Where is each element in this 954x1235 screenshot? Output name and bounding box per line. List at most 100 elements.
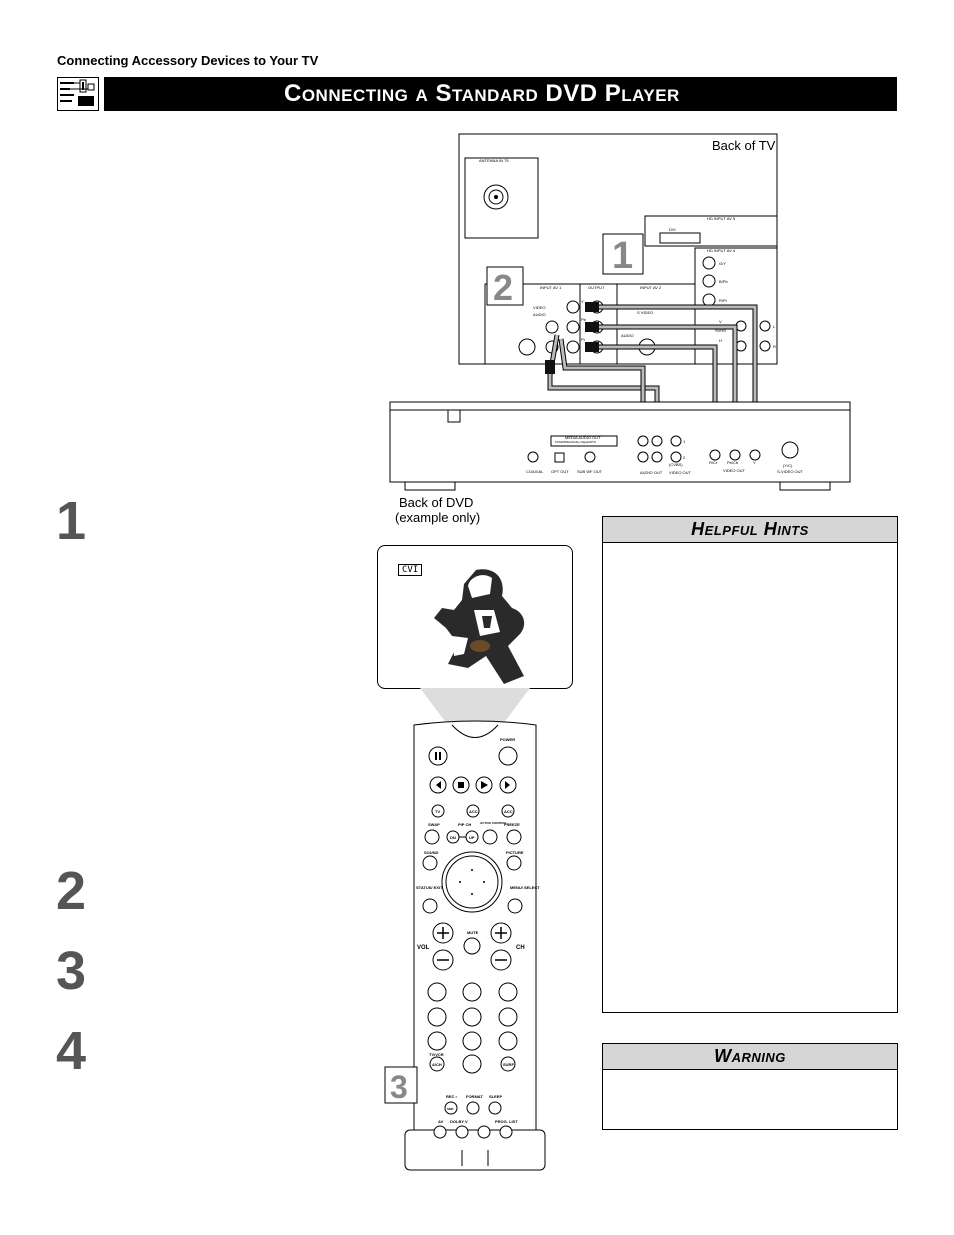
- ir-beam: [420, 688, 530, 728]
- remote-pause-button[interactable]: [428, 746, 448, 766]
- remote-freeze-button[interactable]: [506, 829, 522, 845]
- remote-dn-label: DN: [450, 835, 456, 840]
- tv-bpb-label: B/Pb: [719, 279, 728, 284]
- remote-smp-button[interactable]: SMP: [444, 1101, 458, 1115]
- tv-l-label: L: [773, 324, 776, 329]
- remote-acc-label: ACC: [469, 809, 478, 814]
- tv-h-label: H: [719, 338, 722, 343]
- remote-format-button[interactable]: [466, 1101, 480, 1115]
- cvi-badge: CVI: [398, 564, 423, 576]
- tv-y-label: Y: [581, 299, 584, 304]
- warning-box: Warning: [602, 1043, 898, 1130]
- callout-3-label: 3: [390, 1069, 408, 1105]
- helpful-hints-header: Helpful Hints: [603, 517, 897, 543]
- remote-picture-label: PICTURE: [506, 850, 524, 855]
- tv-svhs-label: SVHS: [715, 328, 726, 333]
- remote-av-button[interactable]: [433, 1125, 447, 1139]
- remote-active-button[interactable]: [482, 829, 498, 845]
- remote-up-label: UP: [469, 835, 475, 840]
- remote-power-button[interactable]: POWER: [498, 737, 518, 766]
- title-bar: Connecting a Standard DVD Player: [104, 77, 897, 111]
- tv-video-label: VIDEO: [533, 305, 545, 310]
- dvd-cvbs-label: (CVBS): [669, 462, 683, 467]
- remote-ach-label: A/CH: [432, 1062, 442, 1067]
- remote-proglist-button[interactable]: [499, 1125, 513, 1139]
- remote-status-button[interactable]: [422, 898, 438, 914]
- remote-swap-button[interactable]: [424, 829, 440, 845]
- warning-header: Warning: [603, 1044, 897, 1070]
- remote-tvvcr-label: TV/VCR: [429, 1052, 444, 1057]
- step-number: 4: [56, 1021, 87, 1081]
- remote-swap-label: SWAP: [428, 822, 440, 827]
- tv-rpr-label: R/Pr: [719, 298, 728, 303]
- helpful-hints-box: Helpful Hints: [602, 516, 898, 1013]
- dvd-pcm-label: PCM/MPEG/Dolby Digital/DTS: [555, 440, 596, 444]
- remote-surf-button[interactable]: SURF: [500, 1056, 516, 1072]
- callout-3: 3: [384, 1066, 418, 1105]
- tv-antenna-label: ANTENNA IN 75: [479, 158, 509, 163]
- section-heading: Connecting Accessory Devices to Your TV: [57, 53, 319, 68]
- remote-tv-label: TV: [435, 809, 440, 814]
- step-number: 3: [56, 941, 87, 1001]
- dvd-label-line1: Back of DVD: [399, 495, 473, 510]
- remote-dn-button[interactable]: DN: [446, 830, 460, 844]
- remote-acc2-button[interactable]: ACC: [501, 804, 515, 818]
- remote-button[interactable]: [477, 1125, 491, 1139]
- tv-svideo-label: S VIDEO: [637, 310, 653, 315]
- remote-tv-button[interactable]: TV: [431, 804, 445, 818]
- remote-sleep-label: SLEEP: [489, 1094, 502, 1099]
- helpful-hints-title: Helpful Hints: [691, 519, 809, 539]
- remote-up-button[interactable]: UP: [465, 830, 479, 844]
- dvd-n2-label: 2: [683, 455, 686, 460]
- connection-diagram: ANTENNA IN 75 HD INPUT AV 5 DVI HD INPUT…: [385, 130, 855, 530]
- remote-picture-button[interactable]: [506, 855, 522, 871]
- tv-r-label: R: [773, 344, 776, 349]
- dvd-n1-label: 1: [683, 439, 686, 444]
- tv-av1-label: INPUT AV 1: [540, 285, 562, 290]
- remote-mute-button[interactable]: [463, 937, 481, 955]
- remote-acc-button[interactable]: ACC: [466, 804, 480, 818]
- remote-vol-label: VOL: [417, 945, 430, 951]
- football-player-image: [434, 569, 525, 684]
- remote-rec-label: REC •: [446, 1094, 458, 1099]
- callout-1: 1: [602, 233, 644, 277]
- dvd-y-label: Y: [753, 460, 756, 465]
- remote-menu-label: MENU/ SELECT: [510, 885, 540, 890]
- tv-hd-av4-label: HD INPUT AV 4: [707, 248, 736, 253]
- remote-ach-button[interactable]: A/CH: [429, 1056, 445, 1072]
- remote-active-label: ACTIVE CONTROL: [480, 821, 507, 825]
- tv-dvi-label: DVI: [669, 227, 676, 232]
- dvd-coaxial-label: COAXIAL: [526, 469, 544, 474]
- dvd-video-out-left-label: VIDEO OUT: [669, 470, 692, 475]
- remote-dolby-button[interactable]: [455, 1125, 469, 1139]
- tv-pr-label: Pr: [581, 337, 586, 342]
- remote-number-pad[interactable]: [427, 982, 518, 1074]
- step-number: 2: [56, 861, 87, 921]
- remote-proglist-label: PROG. LIST: [495, 1119, 518, 1124]
- dvd-pbcb-label: Pb/Cb: [727, 460, 739, 465]
- remote-mute-label: MUTE: [467, 930, 479, 935]
- remote-sleep-button[interactable]: [488, 1101, 502, 1115]
- remote-acc2-label: ACC: [504, 809, 513, 814]
- remote-smp-label: SMP: [447, 1107, 454, 1111]
- tv-pb-label: Pb: [581, 317, 587, 322]
- dvd-subwf-label: SUB WF OUT: [577, 469, 603, 474]
- tv-back-label: Back of TV: [712, 138, 776, 153]
- remote-sound-button[interactable]: [422, 855, 438, 871]
- dvd-back-panel: MEDIA AUDIO OUT PCM/MPEG/Dolby Digital/D…: [389, 401, 851, 525]
- remote-status-label: STATUS/ EXIT: [416, 885, 443, 890]
- tv-hd-av5-label: HD INPUT AV 5: [707, 216, 736, 221]
- callout-2-label: 2: [493, 267, 513, 308]
- tv-output-label: OUTPUT: [588, 285, 605, 290]
- remote-dolby-label: DOLBY V: [450, 1119, 468, 1124]
- remote-sound-label: SOUND: [424, 850, 439, 855]
- remote-navigation-ring[interactable]: [441, 851, 503, 913]
- remote-freeze-label: FREEZE: [504, 822, 520, 827]
- audio-cables: [545, 334, 663, 429]
- remote-format-label: FORMAT: [466, 1094, 483, 1099]
- page-title: Connecting a Standard DVD Player: [284, 80, 680, 107]
- dvd-audio-out-label: AUDIO OUT: [640, 470, 663, 475]
- remote-ch-label: CH: [516, 945, 525, 951]
- warning-title: Warning: [714, 1046, 786, 1066]
- remote-menu-button[interactable]: [507, 898, 523, 914]
